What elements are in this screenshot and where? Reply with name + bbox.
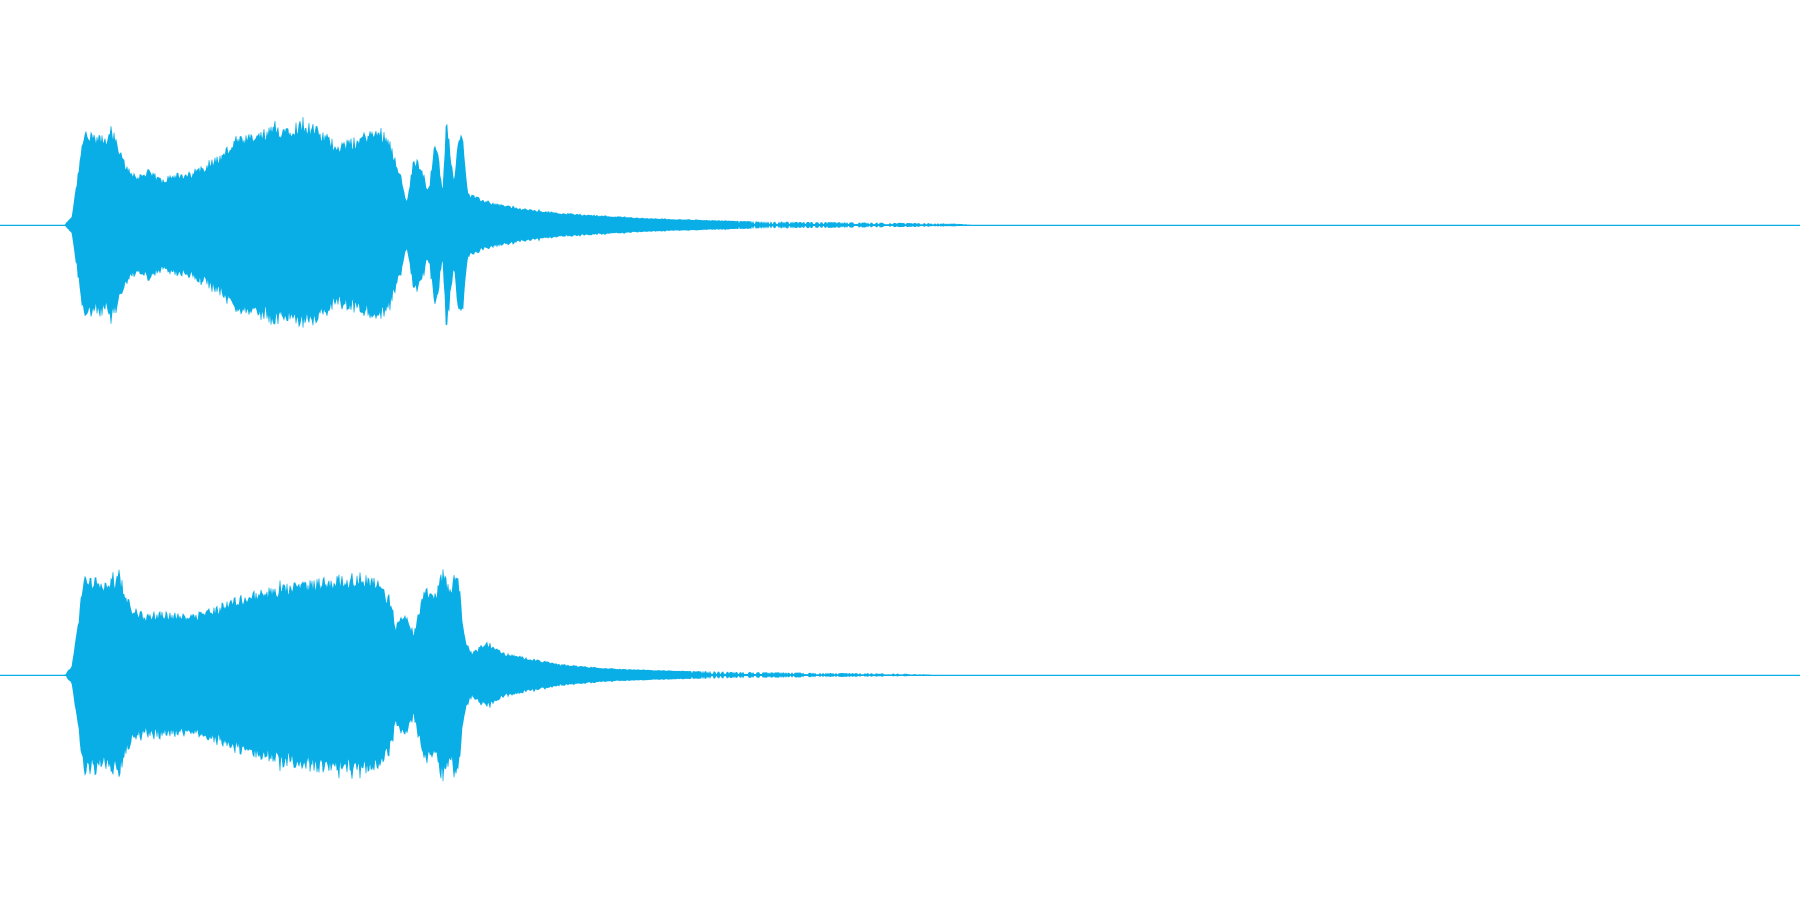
waveform-amplitude-left — [0, 116, 1800, 328]
waveform-channel-left — [0, 116, 1800, 328]
waveform-amplitude-right — [0, 569, 1800, 782]
waveform-channel-right — [0, 569, 1800, 782]
